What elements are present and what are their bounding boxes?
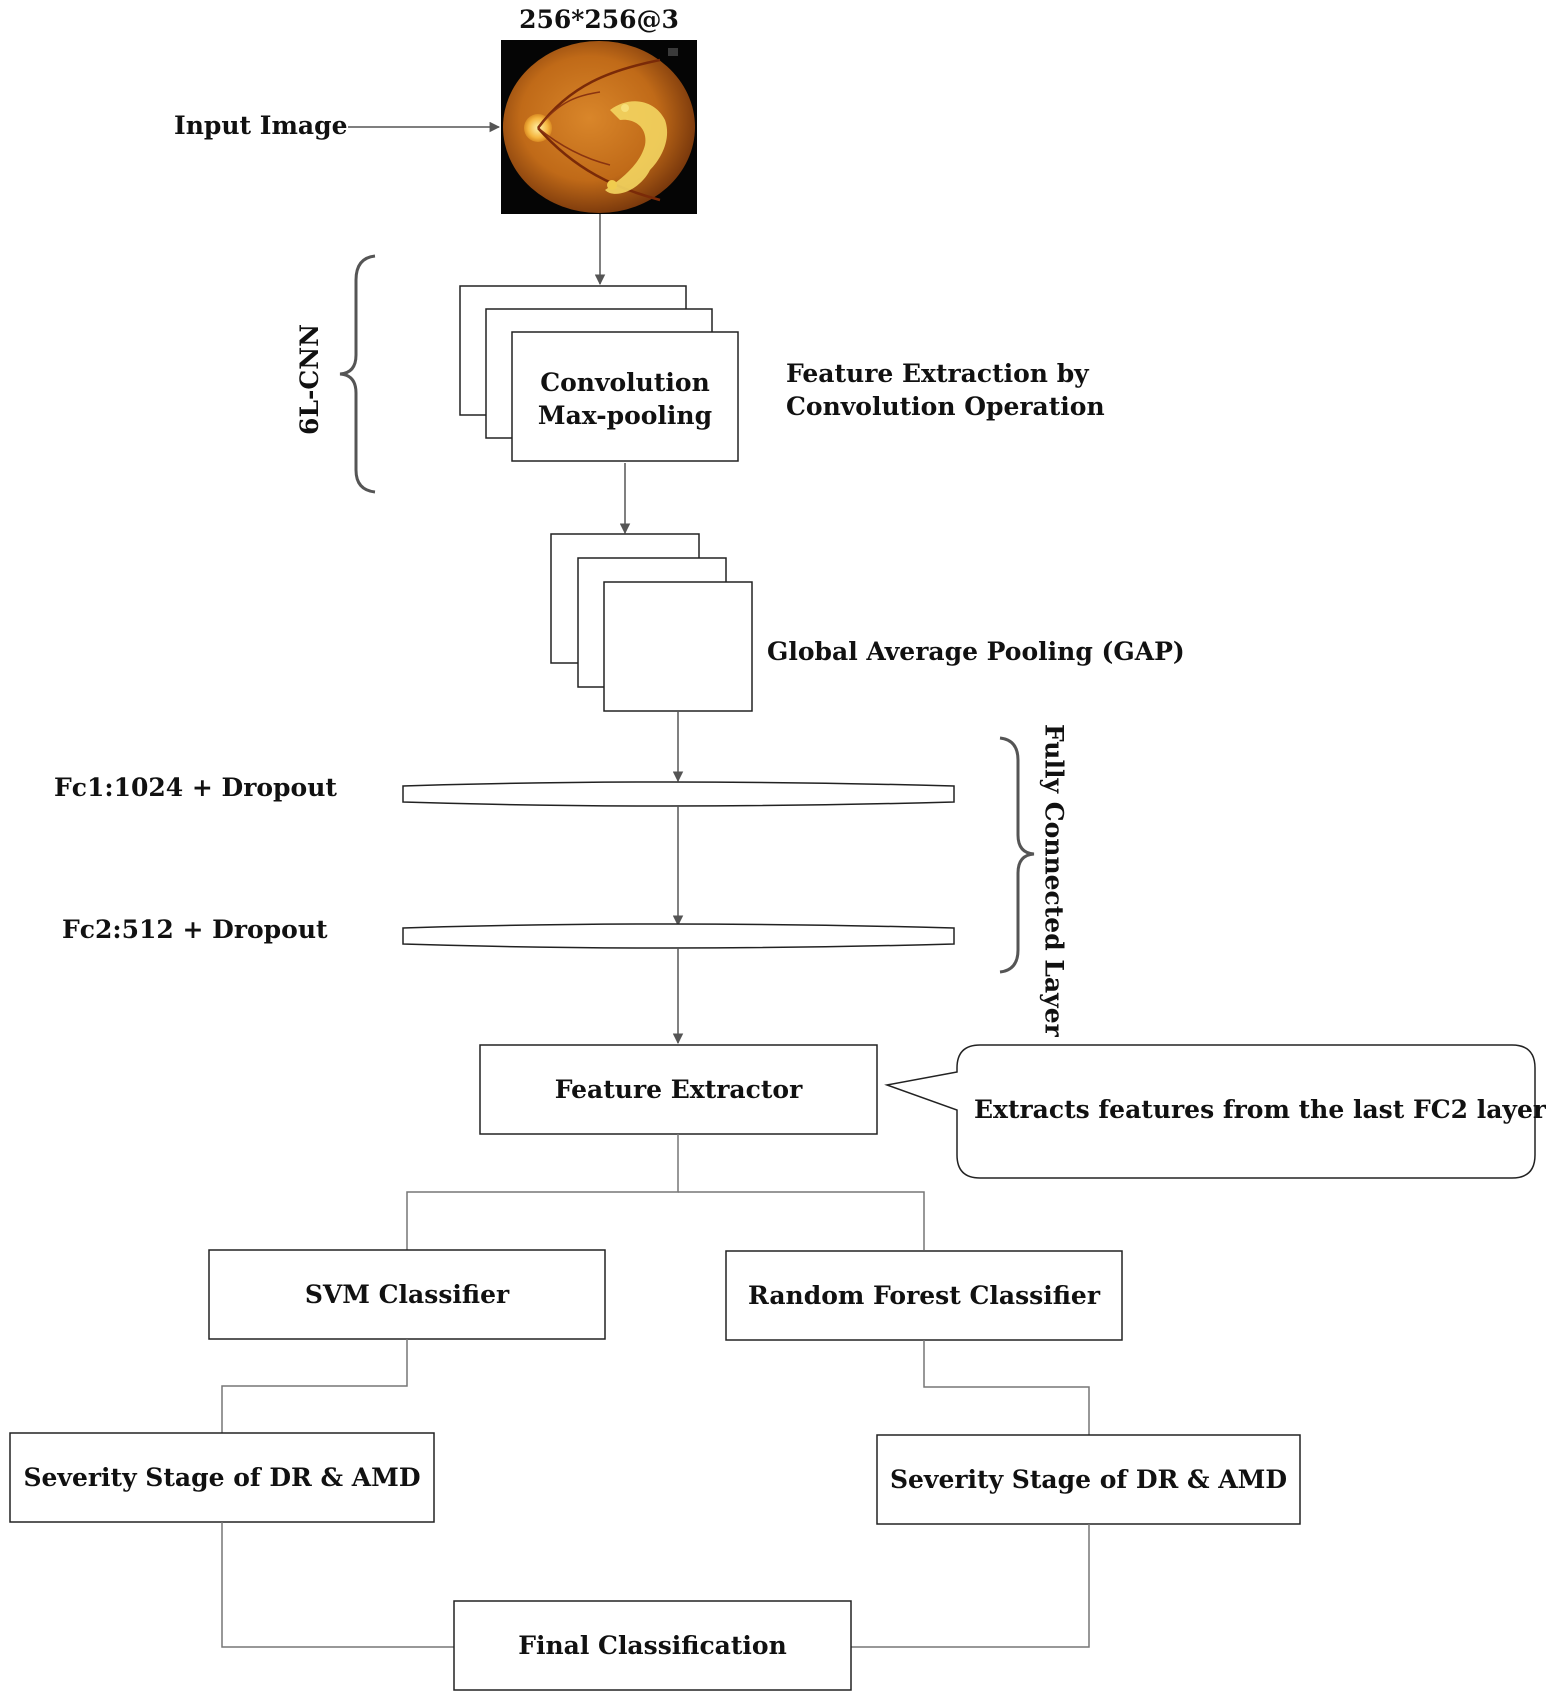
svm-to-severity-connector [221,1339,408,1433]
convolution-block-line2: Max-pooling [537,401,713,430]
svm-classifier-label: SVM Classifier [304,1280,510,1309]
extractor-to-rf-connector [678,1191,925,1250]
fc-brace-label: Fully Connected Layer [1039,724,1069,1037]
severity-right-box [876,1434,1301,1525]
callout-text: Extracts features from the last FC2 laye… [974,1095,1546,1124]
fc2-label: Fc2:512 + Dropout [62,915,328,944]
gap-label: Global Average Pooling (GAP) [767,637,1185,666]
severity-left-label: Severity Stage of DR & AMD [23,1463,421,1492]
fc-brace [999,736,1035,974]
feature-extractor-label: Feature Extractor [554,1075,803,1104]
cnn-description-line2: Convolution Operation [786,392,1105,421]
fundus-image [501,40,697,214]
callout-bubble [884,1044,1536,1179]
fc2-layer [402,923,955,949]
extractor-to-svm-connector [406,1134,679,1250]
svm-classifier-box [208,1249,606,1340]
cnn-brace [339,254,376,494]
severity-right-to-final-connector [851,1524,1090,1648]
gap-stack [550,533,753,712]
convolution-stack [459,285,739,462]
input-dims-label: 256*256@3 [519,5,679,34]
input-image-label: Input Image [174,111,348,140]
fc1-layer [402,781,955,807]
feature-extractor-box [479,1044,878,1135]
cnn-description-line1: Feature Extraction by [786,359,1089,388]
rf-classifier-label: Random Forest Classifier [748,1281,1100,1310]
severity-left-box [9,1432,435,1523]
fc1-label: Fc1:1024 + Dropout [54,773,337,802]
rf-classifier-box [725,1250,1123,1341]
final-classification-label: Final Classification [518,1631,787,1660]
final-classification-box [453,1600,852,1691]
severity-left-to-final-connector [221,1522,454,1648]
severity-right-label: Severity Stage of DR & AMD [889,1465,1288,1494]
convolution-block-line1: Convolution [540,368,710,397]
rf-to-severity-connector [923,1340,1090,1435]
cnn-brace-label: 6L-CNN [295,324,324,435]
